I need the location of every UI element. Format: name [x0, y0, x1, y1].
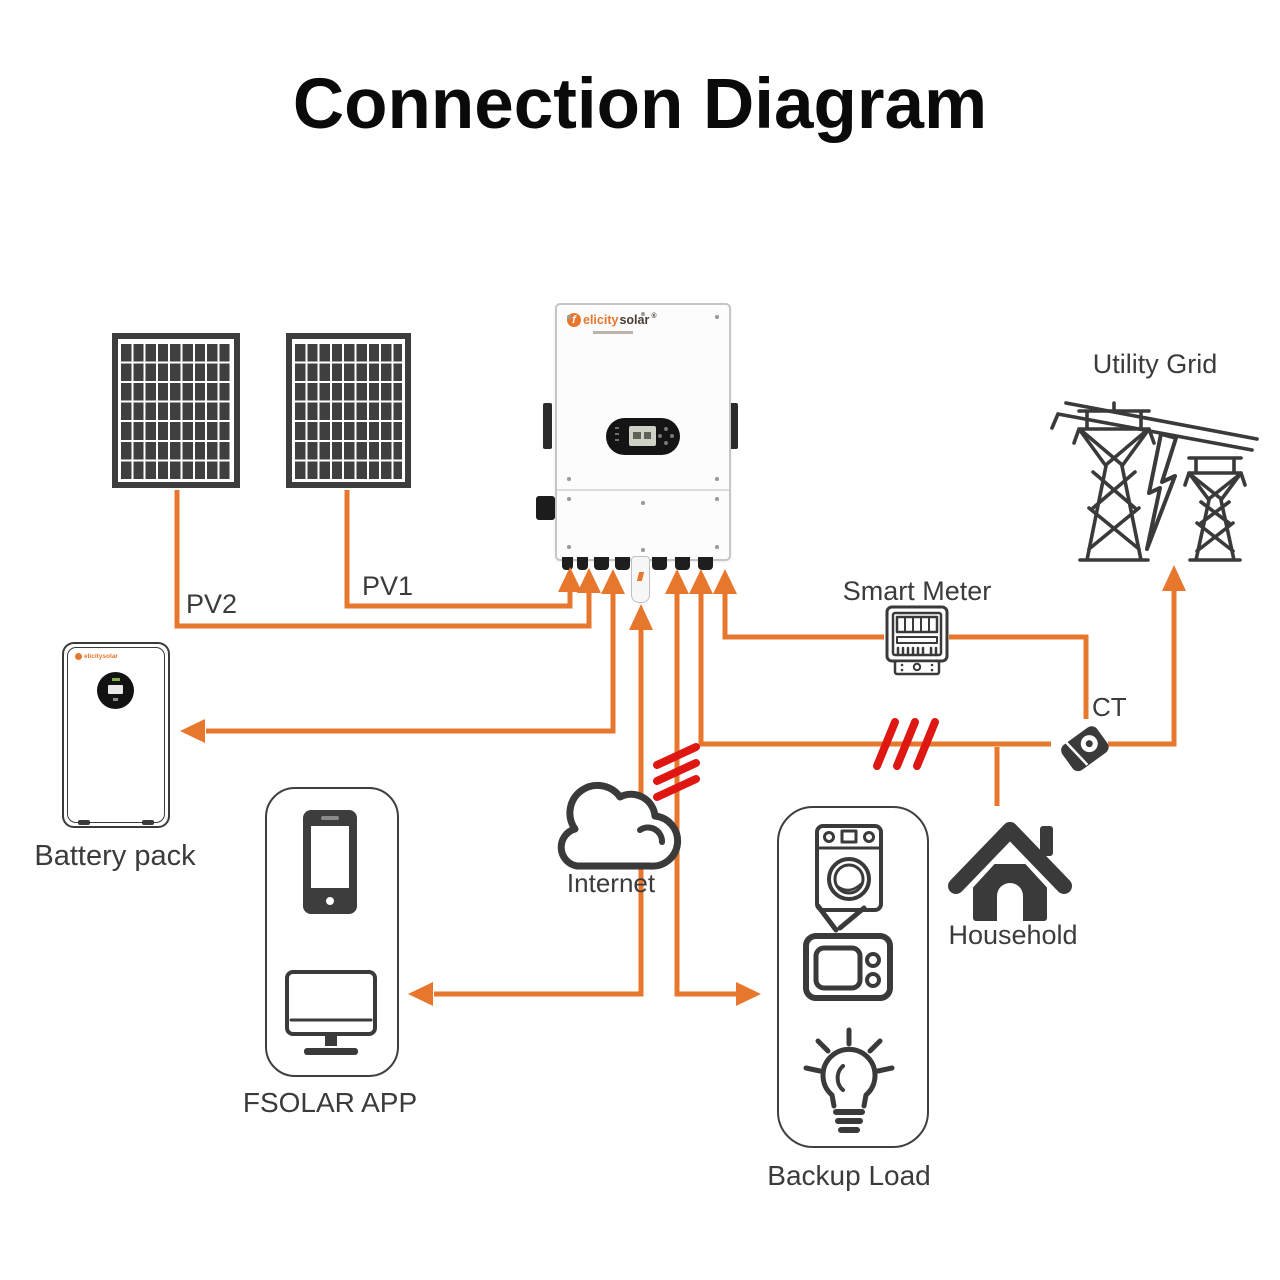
brand-f-icon: [75, 653, 82, 660]
inverter-port: [594, 557, 609, 570]
brand-first: elicity: [583, 313, 619, 327]
inverter-seam: [557, 489, 729, 491]
smart-meter-icon: [885, 605, 949, 676]
page-title: Connection Diagram: [292, 65, 988, 144]
solar-panel-pv2: [112, 333, 240, 488]
ct-icon: [1061, 726, 1109, 772]
phase-marks-grid: [873, 718, 939, 770]
nav-left-button: [658, 434, 662, 438]
arrow-backup-to-inverter: [665, 569, 689, 594]
arrow-grid-to-inverter: [689, 569, 713, 594]
pv2-label: PV2: [186, 589, 238, 619]
internet-label: Internet: [566, 868, 656, 898]
pv1-label: PV1: [362, 571, 414, 601]
arrow-to-dongle: [629, 604, 653, 630]
household-label: Household: [948, 920, 1078, 950]
utility-grid-icon: [1050, 401, 1259, 562]
wire-pv2: [174, 490, 592, 629]
battery-pack: elicitysolar: [62, 642, 170, 828]
inverter-port: [615, 557, 630, 570]
arrow-pv2-to-inverter: [577, 568, 601, 593]
battery-brand: elicitysolar: [75, 653, 118, 660]
arrow-to-backup-load: [736, 982, 761, 1006]
nav-up-button: [664, 427, 668, 431]
inverter-port: [562, 557, 573, 570]
battery-foot: [78, 820, 90, 825]
utility-grid-label: Utility Grid: [1092, 349, 1218, 379]
fsolar-app-label: FSOLAR APP: [242, 1087, 418, 1118]
backup-load-box: [777, 806, 929, 1148]
inverter-lcd: [629, 426, 656, 446]
smart-meter-label: Smart Meter: [842, 576, 992, 606]
lightning-bolt-icon: [1145, 432, 1178, 551]
inverter-display: [606, 418, 680, 455]
battery-foot: [142, 820, 154, 825]
nav-down-button: [664, 441, 668, 445]
wire-internet-app: [434, 629, 644, 997]
inverter-port: [698, 557, 713, 570]
brand-tagline-bar: [593, 331, 633, 334]
arrow-to-battery: [180, 719, 205, 743]
arrow-meter-to-inverter: [713, 569, 737, 594]
wire-smart-meter: [722, 593, 1089, 719]
phase-marks-backup: [653, 743, 700, 801]
inverter-side-connector: [536, 496, 555, 520]
brand-second: solar: [619, 313, 650, 327]
fsolar-app-box: [265, 787, 399, 1077]
battery-pack-label: Battery pack: [34, 840, 196, 872]
battery-brand-text: elicitysolar: [84, 653, 118, 660]
internet-cloud-icon: [557, 781, 682, 870]
battery-inner-outline: [67, 647, 165, 823]
wire-backup-load: [674, 593, 736, 997]
solar-panel-pv1: [286, 333, 411, 488]
arrow-to-utility-grid: [1162, 565, 1186, 591]
wifi-dongle: [631, 556, 650, 603]
nav-right-button: [670, 434, 674, 438]
arrow-battery-to-inverter: [601, 569, 625, 594]
backup-load-label: Backup Load: [767, 1160, 931, 1191]
inverter-heatsink-right: [729, 403, 738, 449]
solar-cells: [121, 342, 231, 479]
ct-label: CT: [1092, 692, 1127, 722]
wire-battery: [206, 593, 616, 734]
inverter-port: [577, 557, 588, 570]
brand-reg: ®: [651, 312, 657, 320]
arrow-to-fsolar-app: [408, 982, 433, 1006]
inverter-port: [652, 557, 667, 570]
inverter-port: [675, 557, 690, 570]
brand-f-icon: f: [567, 313, 581, 327]
inverter-heatsink-left: [543, 403, 552, 449]
battery-display: [97, 672, 134, 709]
household-icon: [948, 822, 1072, 921]
arrow-pv1-to-inverter: [558, 567, 582, 592]
solar-cells: [295, 342, 402, 479]
